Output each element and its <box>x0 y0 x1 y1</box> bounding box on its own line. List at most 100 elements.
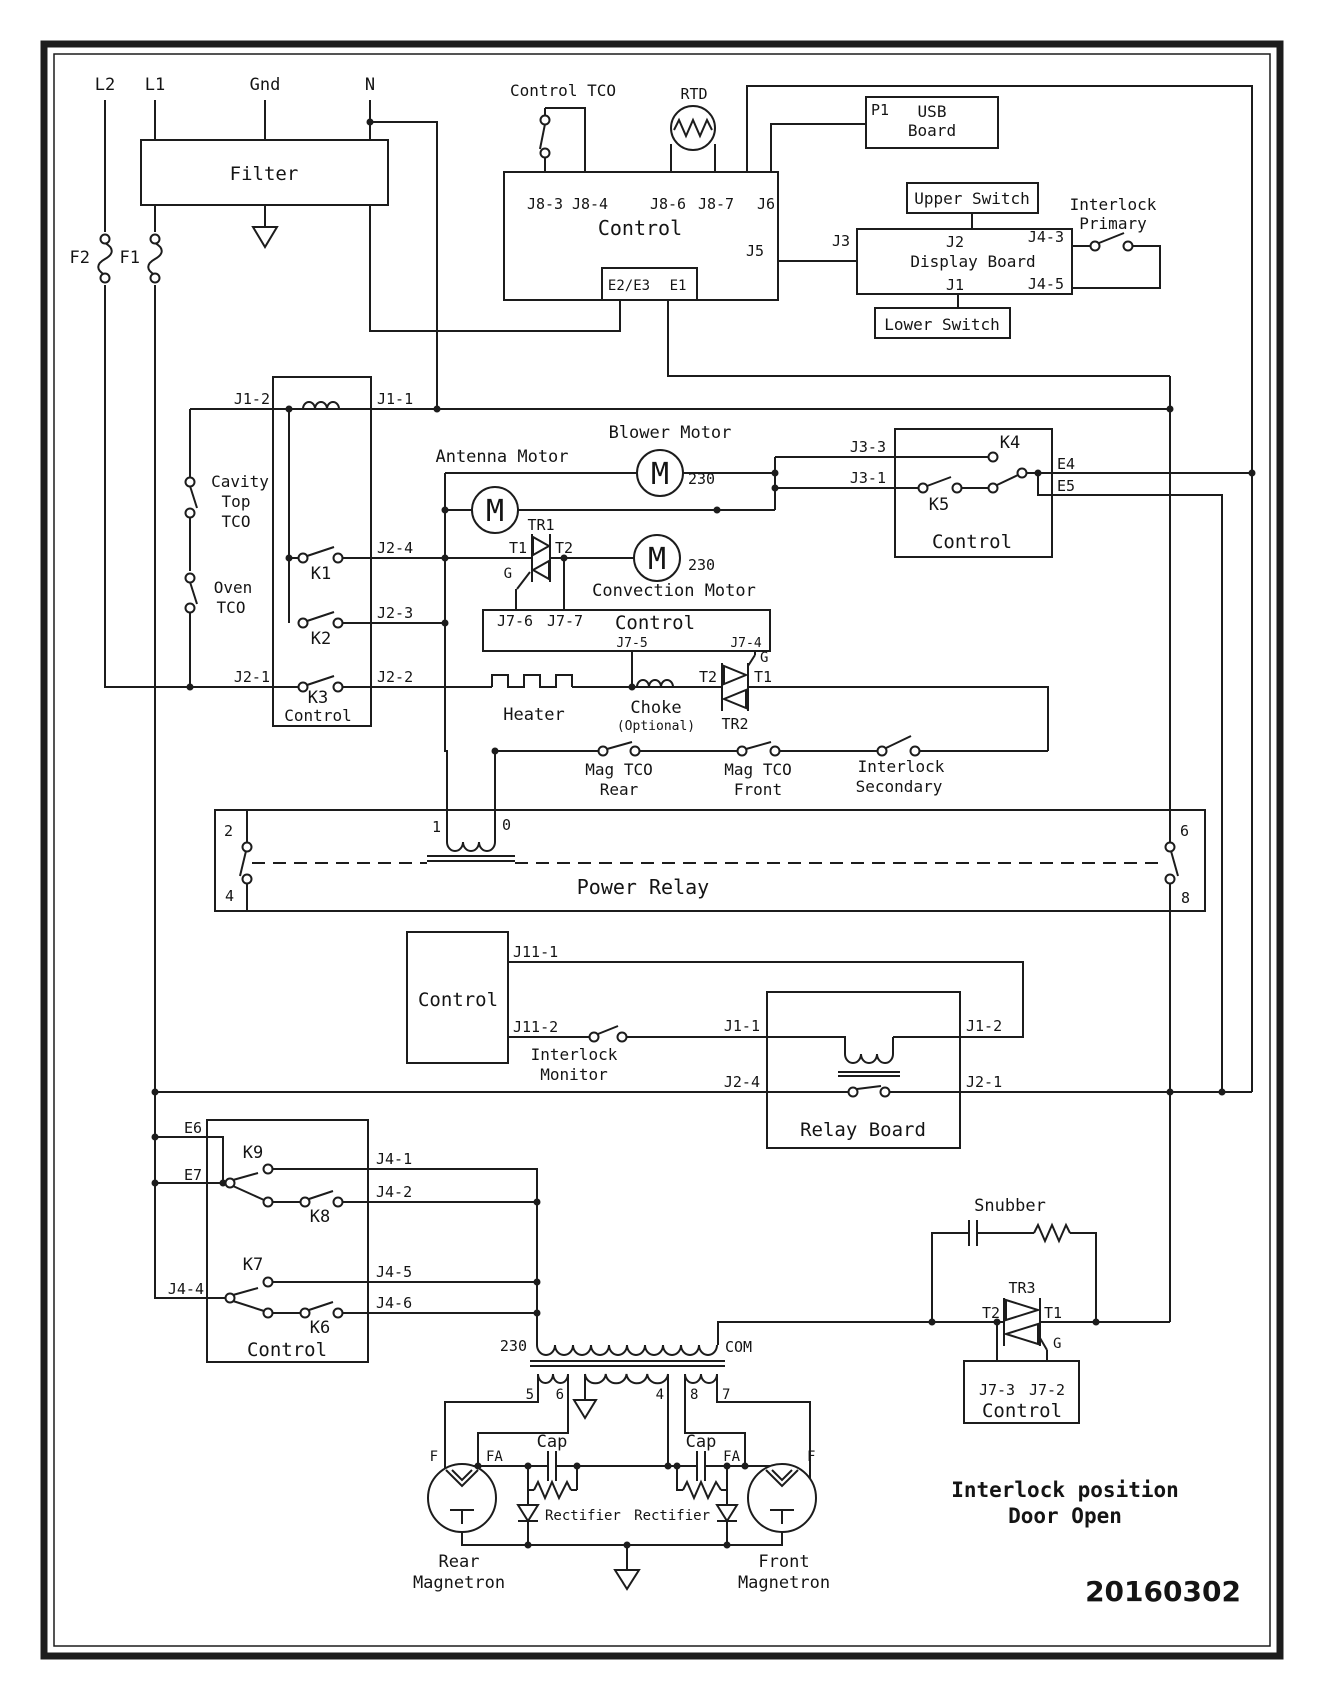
label-k5: K5 <box>929 495 949 515</box>
label-tr1-g: G <box>504 566 512 582</box>
label-rtd: RTD <box>680 85 707 103</box>
k-bank-relay-coil <box>302 401 340 410</box>
junction-dots <box>151 118 1256 1549</box>
label-tr3-t1: T1 <box>1044 1304 1062 1322</box>
label-mag-tco-front-1: Mag TCO <box>724 760 791 779</box>
cap-right-icon <box>696 1451 706 1481</box>
label-interlock-position: Interlock position <box>951 1478 1179 1502</box>
label-cap-right: Cap <box>686 1432 717 1452</box>
label-k2: K2 <box>311 629 331 649</box>
transformer-secondary-left <box>537 1373 569 1384</box>
label-f1: F1 <box>120 248 140 268</box>
choke-coil <box>636 679 674 688</box>
heater-element-icon <box>491 674 573 688</box>
label-sec-6: 6 <box>556 1387 564 1403</box>
filter-box <box>140 139 389 206</box>
magnetrons <box>427 1463 817 1533</box>
label-relay-pin0: 0 <box>502 816 511 834</box>
label-j2-4: J2-4 <box>377 539 413 557</box>
label-e1: E1 <box>670 278 687 294</box>
label-j4-4: J4-4 <box>168 1280 204 1298</box>
label-e6: E6 <box>184 1119 202 1137</box>
front-magnetron-icon <box>747 1463 817 1533</box>
label-j2-1: J2-1 <box>234 668 270 686</box>
label-oven-1: Oven <box>214 578 253 597</box>
j7-control-box <box>482 609 771 652</box>
label-f-left: F <box>430 1449 438 1465</box>
label-filter: Filter <box>230 163 299 185</box>
k123-control-box <box>272 376 372 727</box>
label-rectifier-right: Rectifier <box>634 1508 710 1524</box>
label-tr2-t1: T1 <box>754 668 772 686</box>
label-heater: Heater <box>503 705 564 725</box>
label-date-code: 20160302 <box>1085 1575 1241 1608</box>
ground-icon <box>572 1399 598 1420</box>
label-door-open: Door Open <box>1008 1504 1122 1528</box>
label-lower-switch: Lower Switch <box>884 315 1000 334</box>
transformer-primary <box>530 1344 725 1367</box>
label-j4-2: J4-2 <box>376 1183 412 1201</box>
label-relay-pin8: 8 <box>1181 889 1190 907</box>
label-l2: L2 <box>95 75 115 95</box>
label-relay-board: Relay Board <box>800 1119 926 1141</box>
label-j11-2: J11-2 <box>513 1018 558 1036</box>
label-p1: P1 <box>871 101 889 119</box>
label-rb-j2-1: J2-1 <box>966 1073 1002 1091</box>
snubber-resistor-icon <box>1033 1222 1071 1244</box>
label-j5: J5 <box>746 242 764 260</box>
label-j7-7: J7-7 <box>547 612 583 630</box>
labels: L2 L1 Gnd N Filter F2 F1 Control TCO RTD… <box>70 75 1241 1608</box>
fuse-f1-icon <box>147 242 163 276</box>
label-tr3-t2: T2 <box>982 1304 1000 1322</box>
label-rb-j1-2: J1-2 <box>966 1017 1002 1035</box>
label-tr1: TR1 <box>527 516 554 534</box>
label-choke-optional: (Optional) <box>617 719 695 734</box>
label-j7-control: Control <box>615 612 695 634</box>
label-n: N <box>365 75 375 95</box>
convection-motor-icon <box>633 534 681 582</box>
label-k123-control: Control <box>284 706 351 725</box>
label-antenna-motor: Antenna Motor <box>435 447 568 467</box>
label-monitor-control: Control <box>418 989 498 1011</box>
ground-icon <box>251 226 279 249</box>
tr3-control-box <box>963 1360 1080 1424</box>
label-k9: K9 <box>243 1143 263 1163</box>
label-tr2-g: G <box>760 650 768 666</box>
label-j7-4: J7-4 <box>730 636 761 651</box>
label-fa-left: FA <box>486 1449 503 1465</box>
label-usb-board: Board <box>908 121 956 140</box>
display-board-box <box>856 228 1073 295</box>
label-e5: E5 <box>1057 477 1075 495</box>
relay-board-box <box>766 991 961 1149</box>
label-power-relay: Power Relay <box>577 875 709 899</box>
label-upper-switch: Upper Switch <box>914 189 1030 208</box>
usb-board-box <box>865 96 999 149</box>
label-j1: J1 <box>946 276 964 294</box>
label-j3-1: J3-1 <box>850 469 886 487</box>
label-relay-pin1: 1 <box>432 818 441 836</box>
e2e3-e1-connector-box <box>601 267 698 301</box>
label-interlock-monitor-2: Monitor <box>540 1065 608 1084</box>
blower-motor-icon <box>636 449 684 497</box>
label-relay-pin2: 2 <box>224 822 233 840</box>
label-cavity-3: TCO <box>222 512 251 531</box>
motors <box>471 449 684 582</box>
snubber-capacitor-icon <box>968 1220 978 1246</box>
label-rb-j2-4: J2-4 <box>724 1073 760 1091</box>
label-snubber: Snubber <box>974 1196 1046 1216</box>
label-choke: Choke <box>630 698 681 718</box>
label-mag-tco-rear-1: Mag TCO <box>585 760 652 779</box>
label-j4-5-display: J4-5 <box>1028 275 1064 293</box>
label-rear-magnetron-1: Rear <box>439 1552 480 1572</box>
label-relay-pin4: 4 <box>225 887 234 905</box>
rtd-icon <box>670 105 716 151</box>
power-relay-box <box>214 809 1206 912</box>
label-j4-6: J4-6 <box>376 1294 412 1312</box>
label-interlock-primary-2: Primary <box>1079 214 1147 233</box>
rectifier-left-icon <box>516 1504 540 1523</box>
label-j2-2: J2-2 <box>377 668 413 686</box>
rectifier-right-icon <box>715 1504 739 1523</box>
label-sec-8: 8 <box>690 1387 698 1403</box>
label-j3: J3 <box>832 232 850 250</box>
